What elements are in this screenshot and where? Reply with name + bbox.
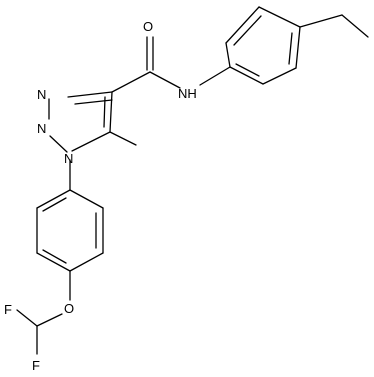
- carbonyl-oxygen-label: O: [143, 19, 153, 34]
- fluorine-bottom-label: F: [32, 358, 40, 373]
- difluoromethoxyphenyl-ring: [36, 189, 104, 272]
- triazole-n3-label: N: [37, 87, 46, 102]
- amide-nh-label: NH: [178, 86, 197, 101]
- fluorine-top-label: F: [4, 302, 12, 317]
- ether-oxygen-label: O: [64, 301, 74, 316]
- triazole-ring: [48, 91, 113, 153]
- methyl-bond: [109, 131, 137, 146]
- difluoromethoxy-group: [16, 270, 71, 355]
- triazole-n2-label: N: [37, 121, 46, 136]
- ethyl-group: [299, 14, 369, 38]
- triazole-n1-label: N: [64, 151, 73, 166]
- ethylphenyl-ring: [225, 6, 301, 85]
- amide-group: [111, 36, 231, 93]
